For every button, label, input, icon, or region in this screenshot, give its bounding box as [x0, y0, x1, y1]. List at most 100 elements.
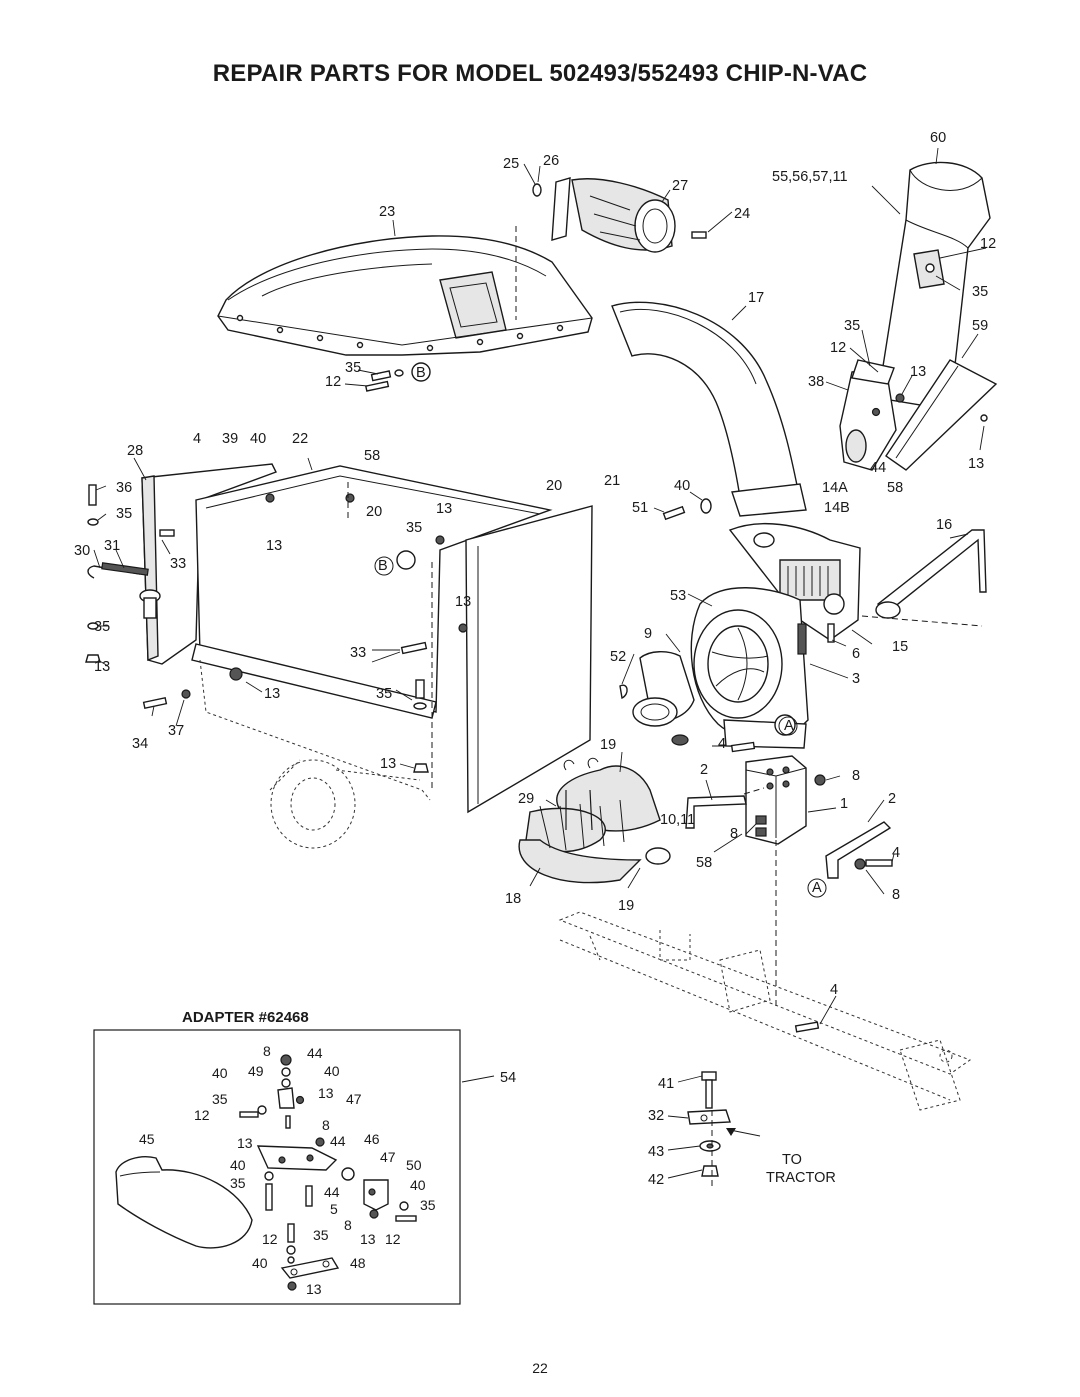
callout-label: B [378, 558, 388, 574]
callout-label: 32 [648, 1108, 664, 1124]
left-hardware-part [85, 484, 175, 663]
callout-label: 40 [212, 1065, 228, 1081]
callout-label: 14A [822, 480, 848, 496]
callout-label: 45 [139, 1131, 155, 1147]
callout-label: 9 [644, 626, 652, 642]
callout-label: 50 [406, 1157, 422, 1173]
callout-label: A [784, 718, 794, 734]
page-number: 22 [532, 1360, 548, 1376]
hopper-box-part [191, 465, 593, 814]
callout-label: 48 [350, 1255, 366, 1271]
callout-label: 47 [346, 1091, 362, 1107]
hose-assembly-part [518, 757, 671, 884]
callout-label: 55,56,57,11 [772, 169, 848, 185]
callout-label: 8 [852, 768, 860, 784]
callout-label: 24 [734, 206, 750, 222]
tractor-frame-ghost [558, 911, 972, 1111]
callout-label: 42 [648, 1172, 664, 1188]
callout-label: 10,11 [660, 812, 695, 828]
callout-label: 6 [852, 646, 860, 662]
callout-label: 40 [250, 431, 266, 447]
callout-label: 13 [94, 659, 110, 675]
callout-label: 44 [324, 1184, 340, 1200]
callout-label: 58 [696, 855, 712, 871]
callout-label: 54 [500, 1070, 516, 1086]
callout-label: 8 [344, 1217, 352, 1233]
callout-label: 15 [892, 639, 908, 655]
callout-label: 33 [350, 645, 366, 661]
callout-labels: 60 25 26 27 55,56,57,11 23 24 12 17 35 3… [74, 130, 996, 1188]
callout-label: 40 [252, 1255, 268, 1271]
adapter-parts [115, 1054, 417, 1291]
callout-label: 4 [892, 845, 900, 861]
callout-label: 17 [748, 290, 764, 306]
callout-label: 12 [980, 236, 996, 252]
callout-label: 13 [266, 538, 282, 554]
callout-label: 13 [380, 756, 396, 772]
adapter-label: ADAPTER #62468 [182, 1009, 309, 1026]
intake-tube-part [611, 301, 807, 517]
callout-label: 29 [518, 791, 534, 807]
callout-label: 12 [325, 374, 341, 390]
callout-label: 5 [330, 1201, 338, 1217]
left-side-panel-part [139, 463, 277, 665]
callout-label: 13 [237, 1135, 253, 1151]
reference-marker-a [778, 716, 798, 736]
bolt-b-part [364, 362, 431, 392]
callout-label: 14B [824, 500, 850, 516]
callout-label: 59 [972, 318, 988, 334]
callout-label: 20 [366, 504, 382, 520]
callout-label: 44 [307, 1045, 323, 1061]
callout-label: 28 [127, 443, 143, 459]
callout-label: 12 [262, 1231, 278, 1247]
callout-label: 35 [313, 1227, 329, 1243]
callout-label: 34 [132, 736, 148, 752]
callout-label: 25 [503, 156, 519, 172]
callout-label: 35 [116, 506, 132, 522]
callout-label: 39 [222, 431, 238, 447]
page-title: REPAIR PARTS FOR MODEL 502493/552493 CHI… [212, 60, 868, 87]
hood-part [217, 235, 593, 356]
callout-label: 30 [74, 543, 90, 559]
callout-label: 35 [420, 1197, 436, 1213]
callout-label: 52 [610, 649, 626, 665]
callout-label: 13 [318, 1085, 334, 1101]
callout-label: 40 [324, 1063, 340, 1079]
callout-label: A [812, 880, 822, 896]
callout-label: 46 [364, 1131, 380, 1147]
reference-marker-b [374, 556, 394, 576]
callout-label: 38 [808, 374, 824, 390]
callout-label: 43 [648, 1144, 664, 1160]
discharge-chute-part [877, 161, 991, 411]
callout-label: 13 [968, 456, 984, 472]
handle-rod-part [875, 529, 987, 619]
callout-label: 40 [410, 1177, 426, 1193]
callout-label: 41 [658, 1076, 674, 1092]
callout-label: 40 [674, 478, 690, 494]
callout-label: 40 [230, 1157, 246, 1173]
bolt-51-part [662, 498, 712, 521]
callout-label: 44 [330, 1133, 346, 1149]
callout-label: 8 [730, 826, 738, 842]
callout-label: 47 [380, 1149, 396, 1165]
callout-label: 37 [168, 723, 184, 739]
callout-label: 4 [830, 982, 838, 998]
callout-label: 49 [248, 1063, 264, 1079]
callout-label: 58 [887, 480, 903, 496]
mount-bracket-part [685, 741, 893, 879]
callout-label: 35 [972, 284, 988, 300]
callout-label: 19 [600, 737, 616, 753]
callout-label: 8 [892, 887, 900, 903]
callout-label: 35 [376, 686, 392, 702]
callout-label: 22 [292, 431, 308, 447]
callout-label: 18 [505, 891, 521, 907]
callout-label: 19 [618, 898, 634, 914]
callout-label: 51 [632, 500, 648, 516]
callout-label: 13 [455, 594, 471, 610]
callout-label: 20 [546, 478, 562, 494]
callout-label: 8 [322, 1117, 330, 1133]
chute-deflector-part [839, 359, 998, 471]
callout-label: 2 [700, 762, 708, 778]
callout-label: 23 [379, 204, 395, 220]
